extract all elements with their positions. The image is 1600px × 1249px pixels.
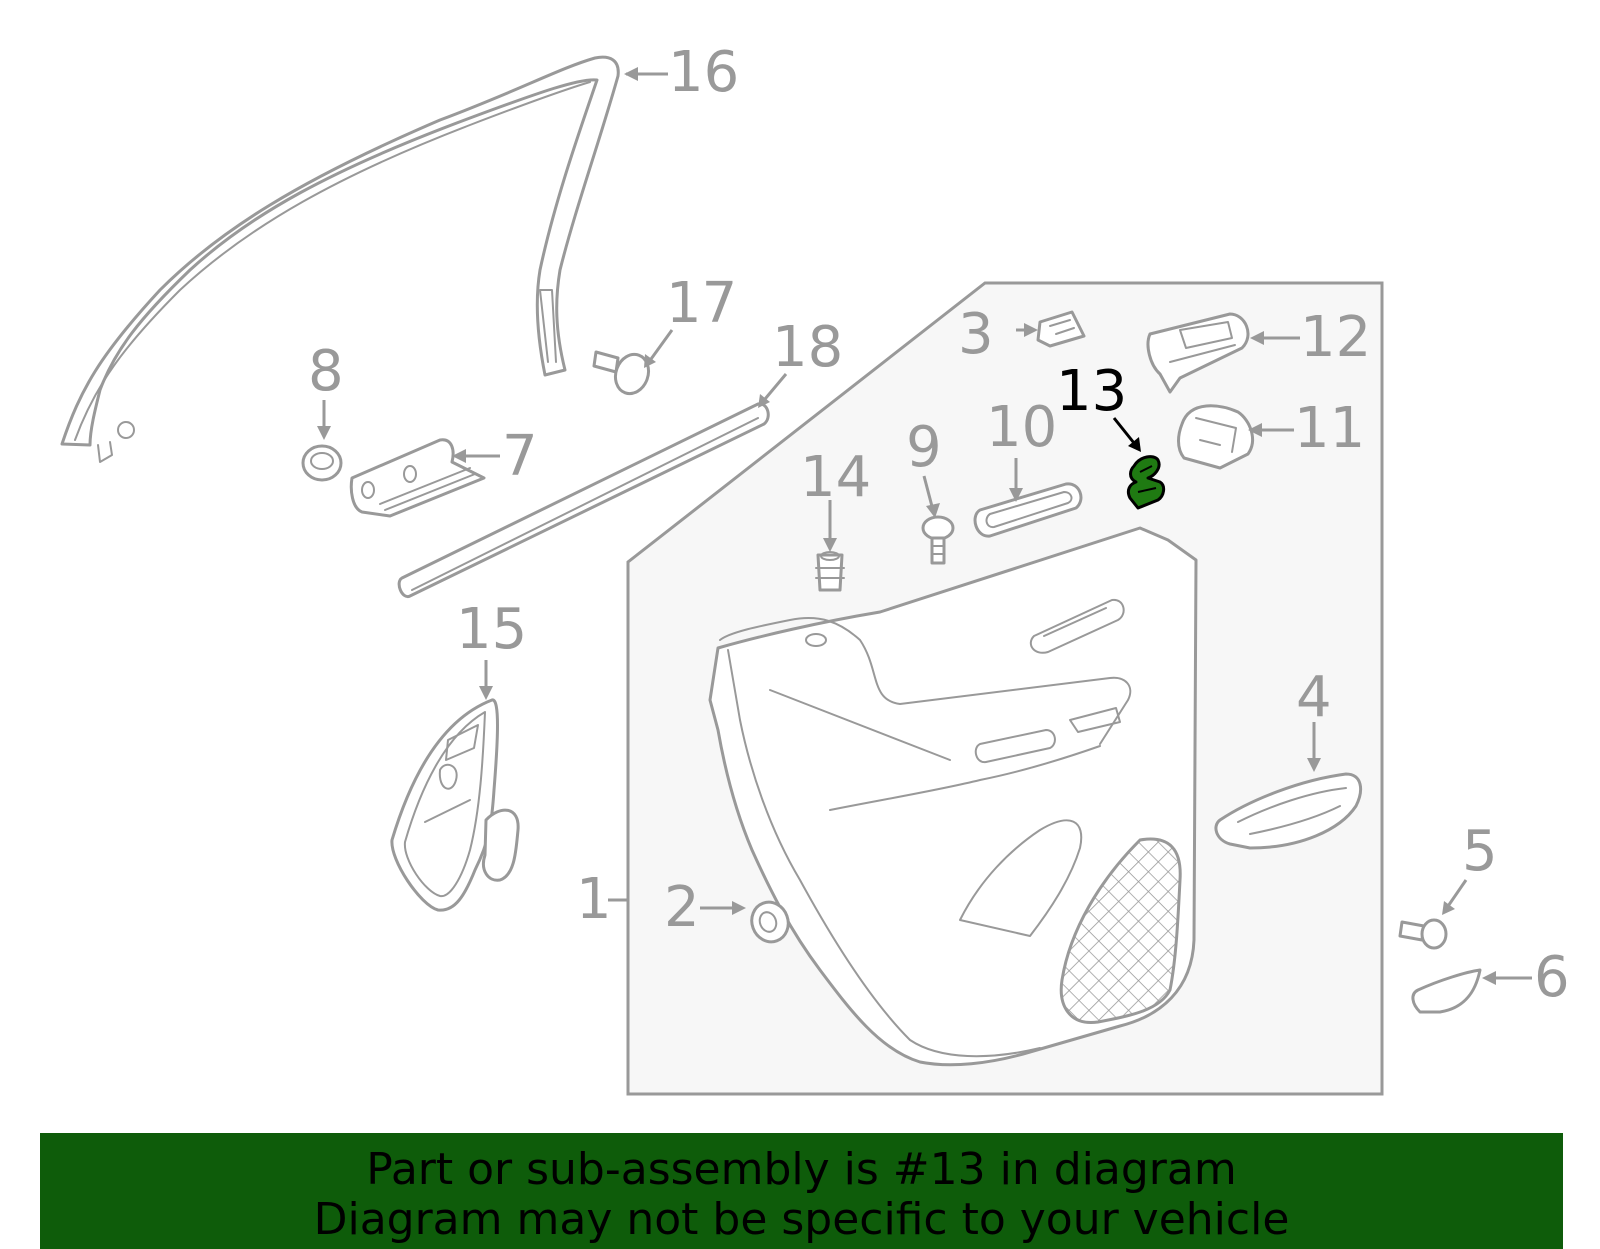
callout-9: 9 xyxy=(906,415,942,480)
part-13-retainer-clip xyxy=(1126,455,1166,510)
part-7-bracket xyxy=(349,438,486,518)
callout-2: 2 xyxy=(664,875,700,940)
callout-10: 10 xyxy=(986,395,1057,460)
info-banner: Part or sub-assembly is #13 in diagram D… xyxy=(40,1133,1563,1249)
part-9-screw xyxy=(921,515,955,565)
part-10-handle-trim xyxy=(973,482,1083,538)
part-15-switch-bezel xyxy=(390,698,520,912)
callout-13: 13 xyxy=(1056,359,1127,424)
part-14-clip xyxy=(815,551,845,592)
callout-11: 11 xyxy=(1294,396,1365,461)
part-11-latch xyxy=(1177,404,1254,470)
callout-3: 3 xyxy=(958,302,994,367)
callout-15: 15 xyxy=(456,597,527,662)
callout-5: 5 xyxy=(1462,819,1498,884)
part-16-window-frame xyxy=(60,55,620,463)
callout-1: 1 xyxy=(576,867,612,932)
part-8-grommet xyxy=(301,444,343,482)
part-6-cover xyxy=(1411,968,1482,1014)
part-5-screw xyxy=(1398,918,1448,950)
banner-line-2: Diagram may not be specific to your vehi… xyxy=(313,1194,1290,1245)
callout-8: 8 xyxy=(308,339,344,404)
banner-line-1: Part or sub-assembly is #13 in diagram xyxy=(366,1144,1237,1195)
part-17-screw xyxy=(592,350,651,396)
callout-17: 17 xyxy=(666,271,737,336)
callout-18: 18 xyxy=(772,315,843,380)
callout-7: 7 xyxy=(502,424,538,489)
part-12-switch xyxy=(1146,312,1250,394)
callout-labels: 16 17 18 8 7 15 14 9 10 3 12 13 11 4 1 2… xyxy=(308,40,1570,1010)
leader-lines xyxy=(317,67,1532,985)
callout-14: 14 xyxy=(800,445,871,510)
callout-16: 16 xyxy=(668,40,739,105)
part-3-clip xyxy=(1036,310,1086,348)
part-2-push-pin xyxy=(750,900,790,944)
part-4-pull-handle xyxy=(1214,772,1363,850)
callout-4: 4 xyxy=(1296,665,1332,730)
part-1-door-trim-panel xyxy=(708,526,1198,1067)
callout-12: 12 xyxy=(1300,305,1371,370)
callout-6: 6 xyxy=(1534,945,1570,1010)
